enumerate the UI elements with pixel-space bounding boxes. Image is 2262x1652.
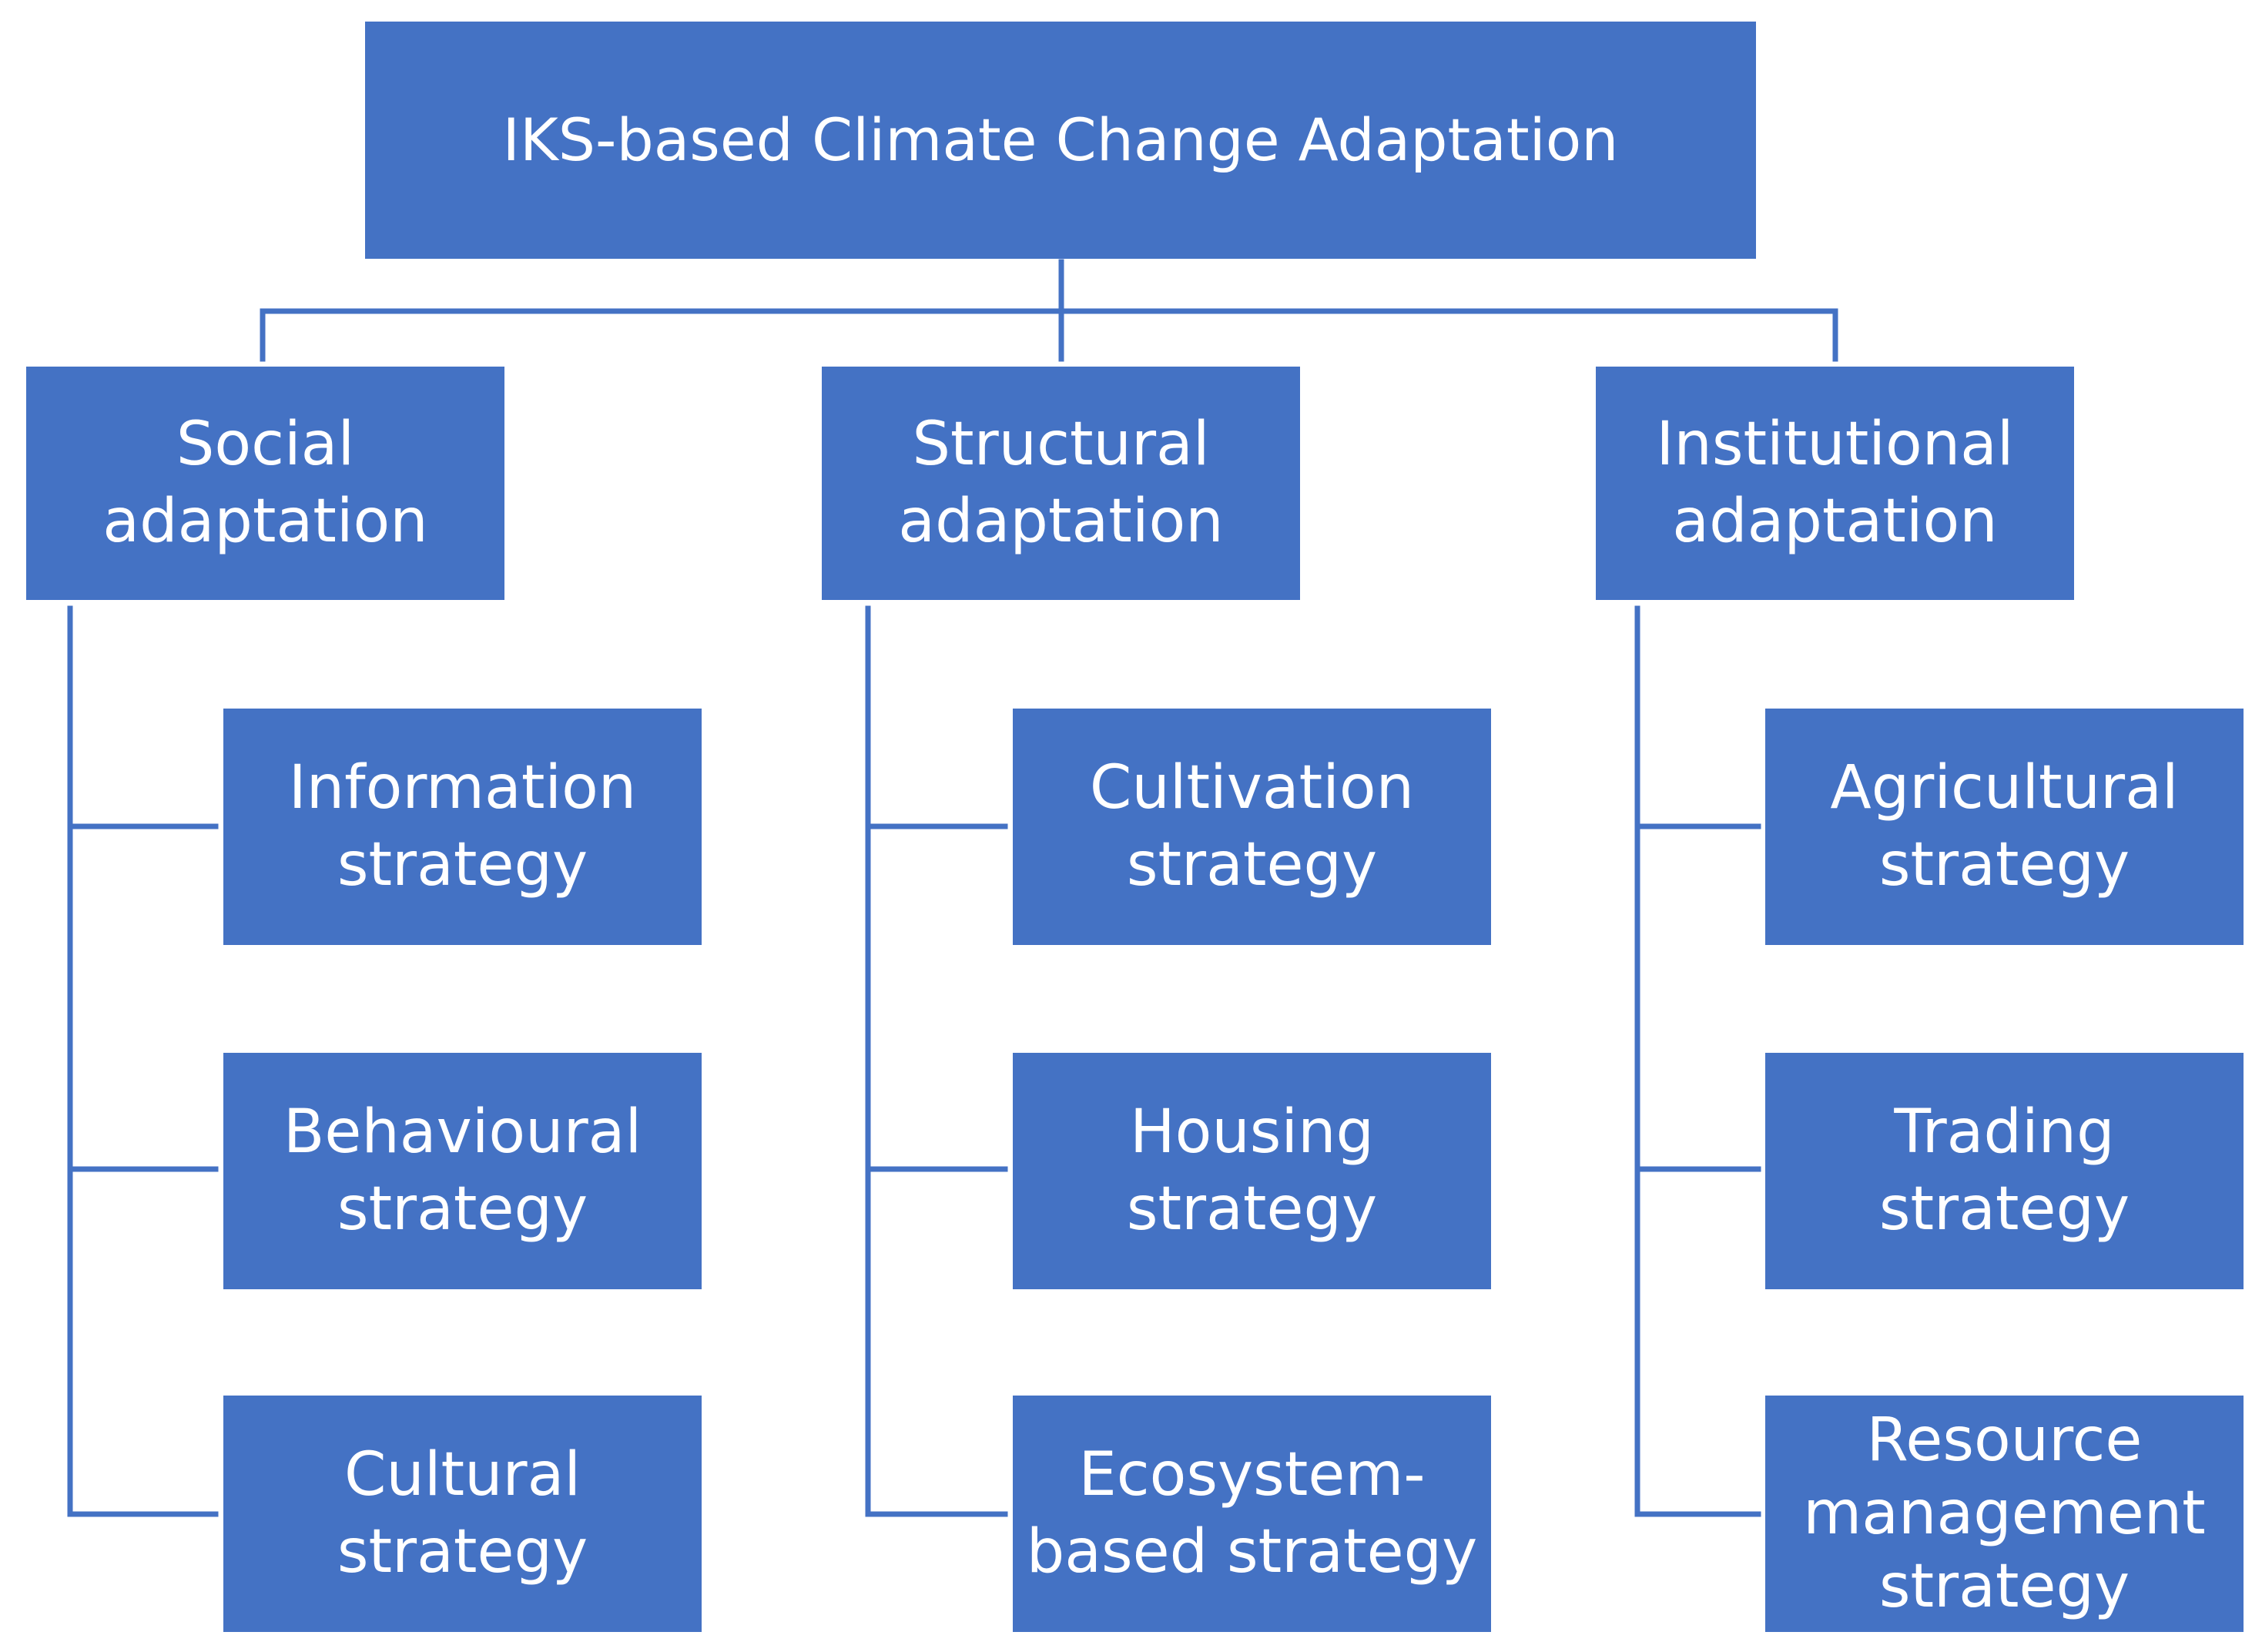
strategy-node-ecosystem-based: Ecosystem- based strategy <box>1013 1396 1491 1632</box>
category-node-structural: Structural adaptation <box>822 367 1300 600</box>
strategy-node-agricultural: Agricultural strategy <box>1765 709 2244 945</box>
strategy-node-cultivation: Cultivation strategy <box>1013 709 1491 945</box>
strategy-node-housing: Housing strategy <box>1013 1053 1491 1289</box>
category-node-social: Social adaptation <box>26 367 504 600</box>
category-node-institutional: Institutional adaptation <box>1596 367 2074 600</box>
strategy-node-resource-management: Resource management strategy <box>1765 1396 2244 1632</box>
root-node: IKS-based Climate Change Adaptation <box>365 22 1756 259</box>
strategy-node-behavioural: Behavioural strategy <box>223 1053 702 1289</box>
strategy-node-cultural: Cultural strategy <box>223 1396 702 1632</box>
strategy-node-trading: Trading strategy <box>1765 1053 2244 1289</box>
strategy-node-information: Information strategy <box>223 709 702 945</box>
